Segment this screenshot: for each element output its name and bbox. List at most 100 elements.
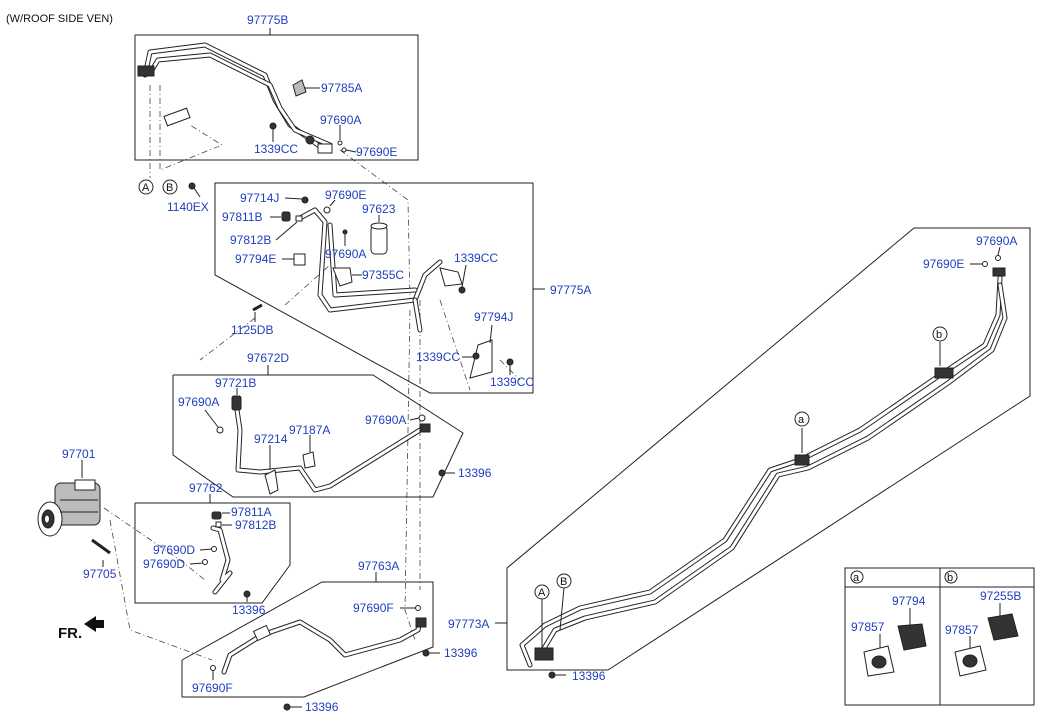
part-label-97690A-4[interactable]: 97690A xyxy=(365,413,406,427)
callout-a-mid xyxy=(794,411,810,427)
part-label-97705[interactable]: 97705 xyxy=(83,567,117,581)
nut-13396 xyxy=(438,469,446,477)
bracket xyxy=(439,267,463,287)
part-label-1339CC[interactable]: 1339CC xyxy=(254,142,298,156)
part-label-1339CC-2[interactable]: 1339CC xyxy=(454,251,498,265)
part-label-97690A-5[interactable]: 97690A xyxy=(976,234,1017,248)
part-label-97690A-2[interactable]: 97690A xyxy=(325,247,366,261)
group-97773A: 97773A a b 97690E 97690A A B xyxy=(448,227,1031,671)
callout-b-mid xyxy=(932,326,948,342)
svg-text:A: A xyxy=(538,587,546,599)
legend-key-a: a xyxy=(853,572,860,584)
part-label-97701[interactable]: 97701 xyxy=(62,447,96,461)
clip-97794-drawing xyxy=(897,623,927,651)
leader-lines xyxy=(103,85,521,661)
nut-1339CC xyxy=(269,122,277,130)
o-ring xyxy=(337,140,343,146)
nut-13396 xyxy=(283,703,291,711)
fitting xyxy=(305,135,315,145)
part-label-97794E[interactable]: 97794E xyxy=(235,252,276,266)
compressor-97701 xyxy=(37,460,101,537)
part-label-1339CC-4[interactable]: 1339CC xyxy=(490,375,534,389)
clip-b xyxy=(934,367,954,379)
part-label-97775B[interactable]: 97775B xyxy=(247,13,288,27)
svg-text:B: B xyxy=(560,576,567,588)
part-label-97811A[interactable]: 97811A xyxy=(231,505,271,519)
part-label-97187A[interactable]: 97187A xyxy=(289,423,330,437)
svg-text:b: b xyxy=(936,329,942,341)
receiver-drier-97623 xyxy=(370,225,388,255)
group-97775A: 97775A 97623 97714J 97690E 97811B 97812B… xyxy=(214,182,591,394)
sensor-97214 xyxy=(264,469,279,495)
part-label-97690E[interactable]: 97690E xyxy=(356,145,397,159)
part-label-97690A-3[interactable]: 97690A xyxy=(178,395,219,409)
clip-97255B-drawing xyxy=(987,613,1019,641)
legend-a-part-2[interactable]: 97857 xyxy=(851,620,885,634)
legend-a-part-1[interactable]: 97794 xyxy=(892,594,926,608)
part-label-97714J[interactable]: 97714J xyxy=(240,191,279,205)
valve-97355C xyxy=(332,267,353,287)
front-direction-indicator: FR. xyxy=(58,616,104,642)
part-label-97812B[interactable]: 97812B xyxy=(230,233,271,247)
part-label-97690E-2[interactable]: 97690E xyxy=(325,188,366,202)
group-97762: 97762 97811A 97812B 97690D 97690D 13396 xyxy=(134,481,291,617)
part-label-1140EX[interactable]: 1140EX xyxy=(167,200,209,214)
part-label-97672D[interactable]: 97672D xyxy=(247,351,289,365)
service-valve-97721B xyxy=(231,395,242,411)
part-97187A xyxy=(302,451,316,469)
legend-b-part-1[interactable]: 97255B xyxy=(980,589,1021,603)
part-label-97775A[interactable]: 97775A xyxy=(550,283,591,297)
group-97672D: 97672D 97721B 97690A 97214 97187A 97690A xyxy=(172,351,464,498)
bolt-1140EX xyxy=(188,182,201,198)
callout-A-upper xyxy=(138,179,154,195)
legend-table: a b 97794 97857 97255B 97857 xyxy=(844,567,1035,706)
legend-key-b: b xyxy=(947,572,953,584)
part-label-97690F-1[interactable]: 97690F xyxy=(353,601,394,615)
nut-13396 xyxy=(548,671,556,679)
part-label-97773A[interactable]: 97773A xyxy=(448,617,489,631)
clamp-97794E xyxy=(293,253,306,266)
bracket xyxy=(163,107,191,127)
group-97763A: 97763A 97690F 97690F xyxy=(181,559,434,698)
bracket-97794J xyxy=(469,339,493,379)
bolt-97705 xyxy=(91,538,111,567)
part-label-97812B-2[interactable]: 97812B xyxy=(235,518,276,532)
svg-text:a: a xyxy=(798,414,805,426)
part-label-97763A[interactable]: 97763A xyxy=(358,559,399,573)
clip-a xyxy=(794,454,810,466)
svg-text:A: A xyxy=(142,182,150,194)
part-label-97762[interactable]: 97762 xyxy=(189,481,223,495)
legend-b-part-2[interactable]: 97857 xyxy=(945,623,979,637)
group-97775B: 97775B 97785A 97690A 1339CC 97690E xyxy=(134,13,419,161)
part-label-97214[interactable]: 97214 xyxy=(254,432,288,446)
variant-note: (W/ROOF SIDE VEN) xyxy=(6,13,113,25)
part-label-1125DB[interactable]: 1125DB xyxy=(231,323,273,337)
part-label-97785A[interactable]: 97785A xyxy=(321,81,362,95)
part-label-97623[interactable]: 97623 xyxy=(362,202,396,216)
part-label-13396-5[interactable]: 13396 xyxy=(572,669,606,683)
sleeve xyxy=(317,143,333,154)
part-label-97794J[interactable]: 97794J xyxy=(474,310,513,324)
callout-B-upper xyxy=(162,179,178,195)
part-label-13396-3[interactable]: 13396 xyxy=(444,646,478,660)
part-label-97690D-1[interactable]: 97690D xyxy=(153,543,195,557)
bolt-1125DB xyxy=(252,303,263,322)
part-label-1339CC-3[interactable]: 1339CC xyxy=(416,350,460,364)
part-label-97690A[interactable]: 97690A xyxy=(320,113,361,127)
part-label-97690E-3[interactable]: 97690E xyxy=(923,257,964,271)
part-label-13396-1[interactable]: 13396 xyxy=(458,466,492,480)
part-label-97721B[interactable]: 97721B xyxy=(215,376,256,390)
part-label-97355C[interactable]: 97355C xyxy=(362,268,404,282)
part-label-97690D-2[interactable]: 97690D xyxy=(143,557,185,571)
clip-97785A xyxy=(292,79,307,97)
nut-13396 xyxy=(422,649,430,657)
svg-text:FR.: FR. xyxy=(58,625,82,642)
part-label-97811B[interactable]: 97811B xyxy=(222,210,262,224)
part-label-97690F-2[interactable]: 97690F xyxy=(192,681,233,695)
part-label-13396-2[interactable]: 13396 xyxy=(232,603,266,617)
part-label-13396-4[interactable]: 13396 xyxy=(305,700,339,714)
arrow-icon xyxy=(84,616,104,632)
svg-text:B: B xyxy=(166,182,173,194)
pipe-fitting xyxy=(137,65,155,77)
